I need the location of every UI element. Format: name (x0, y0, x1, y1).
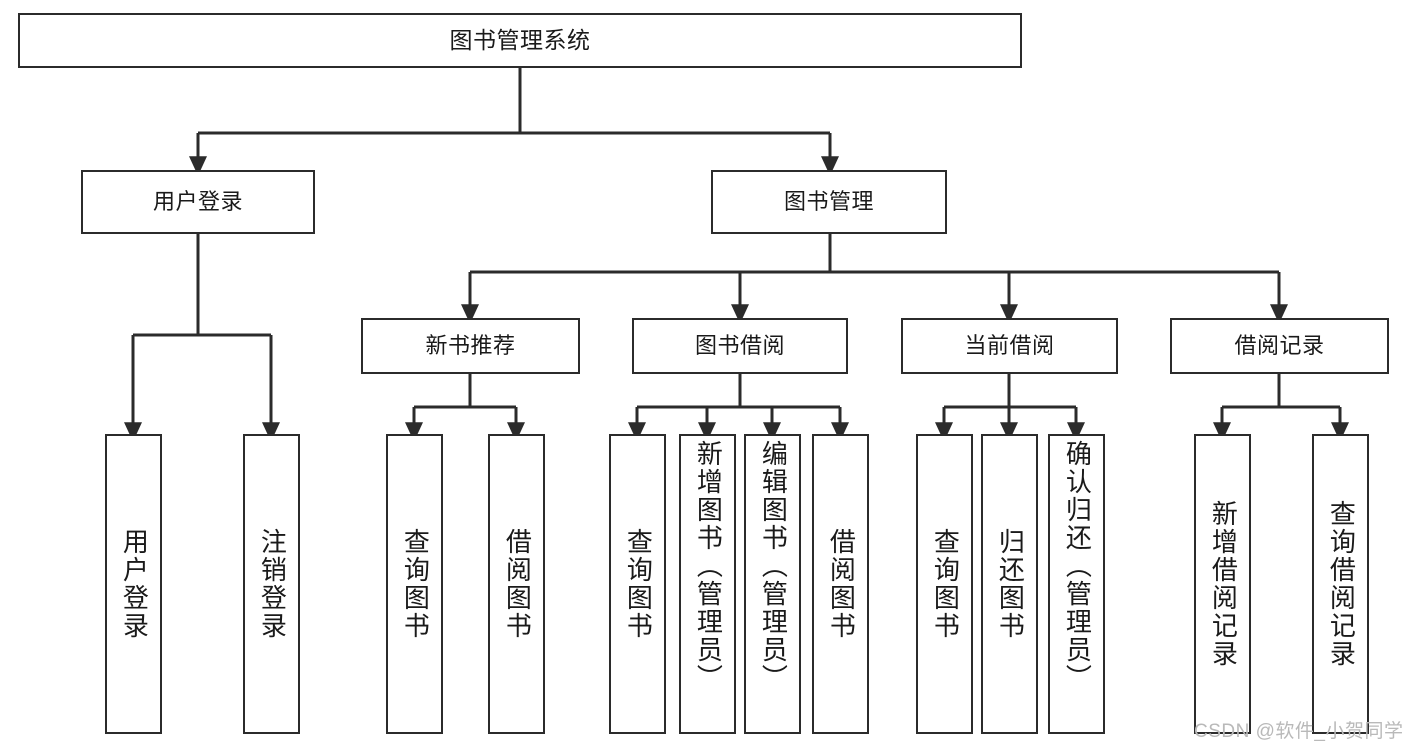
leaf-borrow-borrow-book-label: 借阅图书 (826, 528, 857, 640)
leaf-logout-label: 注销登录 (257, 528, 288, 640)
node-book-manage[interactable]: 图书管理 (711, 170, 947, 234)
leaf-current-query-book-label: 查询图书 (930, 528, 961, 640)
leaf-recommend-query-book[interactable]: 查询图书 (386, 434, 443, 734)
leaf-recommend-borrow-book-label: 借阅图书 (502, 528, 533, 640)
leaf-user-login[interactable]: 用户登录 (105, 434, 162, 734)
leaf-logout[interactable]: 注销登录 (243, 434, 300, 734)
leaf-current-return-book[interactable]: 归还图书 (981, 434, 1038, 734)
leaf-recommend-borrow-book[interactable]: 借阅图书 (488, 434, 545, 734)
leaf-user-login-label: 用户登录 (119, 528, 150, 640)
node-new-book-recommend[interactable]: 新书推荐 (361, 318, 580, 374)
node-book-borrow[interactable]: 图书借阅 (632, 318, 848, 374)
leaf-borrow-add-book[interactable]: 新增图书（管理员） (679, 434, 736, 734)
leaf-borrow-edit-book[interactable]: 编辑图书（管理员） (744, 434, 801, 734)
leaf-record-query[interactable]: 查询借阅记录 (1312, 434, 1369, 734)
leaf-borrow-borrow-book[interactable]: 借阅图书 (812, 434, 869, 734)
node-current-borrow[interactable]: 当前借阅 (901, 318, 1118, 374)
leaf-recommend-query-book-label: 查询图书 (400, 528, 431, 640)
leaf-current-confirm-return-label: 确认归还（管理员） (1062, 440, 1093, 692)
node-borrow-record-label: 借阅记录 (1234, 333, 1325, 359)
node-root[interactable]: 图书管理系统 (18, 13, 1022, 68)
leaf-current-query-book[interactable]: 查询图书 (916, 434, 973, 734)
leaf-borrow-add-book-label: 新增图书（管理员） (693, 440, 724, 692)
leaf-borrow-query-book-label: 查询图书 (623, 528, 654, 640)
leaf-record-add-label: 新增借阅记录 (1208, 500, 1239, 668)
node-book-manage-label: 图书管理 (783, 189, 874, 215)
node-new-book-recommend-label: 新书推荐 (425, 333, 516, 359)
leaf-record-add[interactable]: 新增借阅记录 (1194, 434, 1251, 734)
leaf-record-query-label: 查询借阅记录 (1326, 500, 1357, 668)
node-current-borrow-label: 当前借阅 (964, 333, 1055, 359)
node-user-login[interactable]: 用户登录 (81, 170, 315, 234)
leaf-borrow-edit-book-label: 编辑图书（管理员） (758, 440, 789, 692)
csdn-watermark: CSDN @软件_小贺同学 (1194, 721, 1404, 742)
node-book-borrow-label: 图书借阅 (694, 333, 785, 359)
node-root-label: 图书管理系统 (449, 26, 591, 53)
node-borrow-record[interactable]: 借阅记录 (1170, 318, 1389, 374)
leaf-current-return-book-label: 归还图书 (995, 528, 1026, 640)
leaf-current-confirm-return[interactable]: 确认归还（管理员） (1048, 434, 1105, 734)
node-user-login-label: 用户登录 (152, 189, 243, 215)
leaf-borrow-query-book[interactable]: 查询图书 (609, 434, 666, 734)
